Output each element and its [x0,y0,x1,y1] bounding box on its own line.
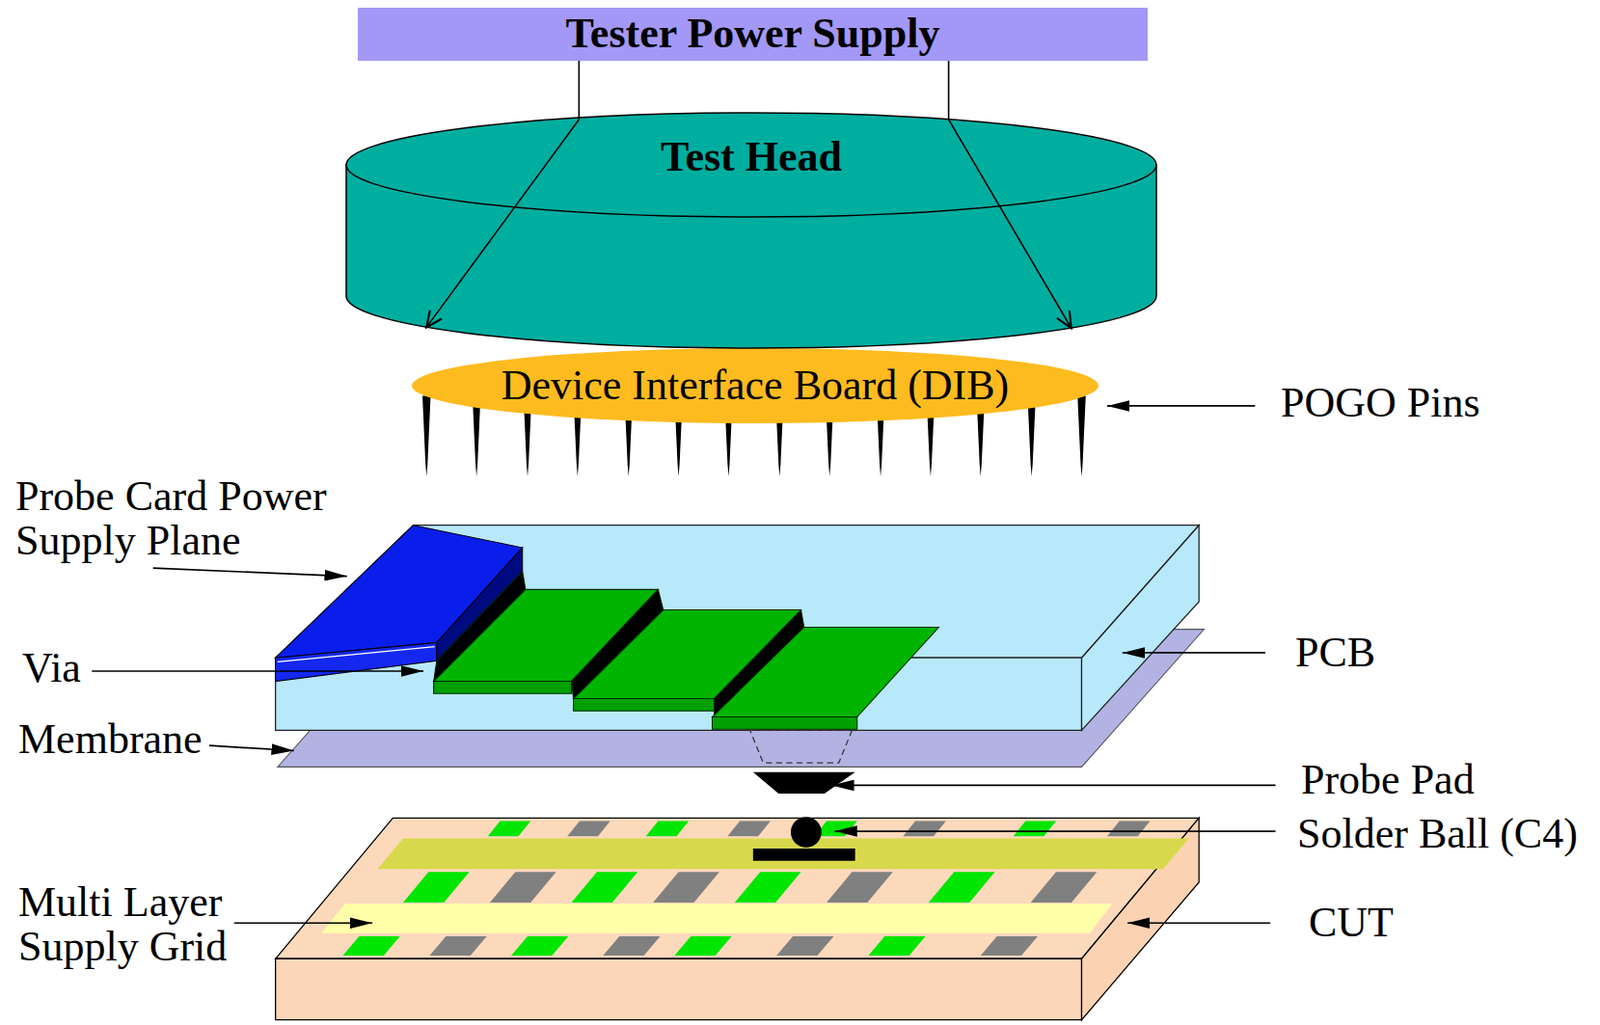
vias-and-traces [433,570,940,730]
pad-stripe [489,871,557,903]
pad-stripe [567,820,610,837]
label-holder: Multi Layer Supply Grid [18,880,289,970]
pad-stripe [826,871,894,903]
interface-board-ellipse: Device Interface Board (DIB) [410,347,1100,425]
solder-ball-pad [753,848,856,862]
pad-stripe [867,936,925,956]
supply-band [377,838,1189,869]
leader-line [153,568,348,576]
solder-ball [753,816,856,861]
pad-stripe [902,820,946,837]
plane-highlight [277,647,435,663]
part-label: Probe Card Power Supply Plane [15,474,363,564]
part-label: CUT [1308,900,1394,946]
part-label: POGO Pins [1280,380,1481,426]
part-label: PCB [1295,630,1376,676]
node-label: Tester Power Supply [566,9,941,59]
trace-plate [712,626,940,717]
label-holder: Probe Pad [1301,758,1475,803]
leader-line [234,922,373,924]
label-holder: CUT [1308,900,1394,946]
pad-stripe [429,936,487,956]
label-holder: Via [22,646,82,691]
pad-stripe [1013,820,1057,837]
leader-line [91,670,424,673]
part-label: Solder Ball (C4) [1297,812,1578,857]
pad-stripe [652,871,720,903]
board-ellipse [411,348,1099,424]
label-holder: Probe Card Power Supply Plane [15,474,363,564]
chip-top-face [275,817,1200,959]
leader-line [209,745,295,751]
pad-stripe [1030,871,1098,903]
pad-stripe [602,936,660,956]
pcb-side-face [1082,525,1200,732]
pogo-pin [1077,395,1085,477]
node-label: Test Head [345,133,1158,183]
node-label: Device Interface Board (DIB) [501,361,1010,411]
leader-line [834,830,1275,833]
pad-stripe [343,936,401,956]
trace-plate-edge [712,717,858,731]
leader-line [1127,922,1271,924]
label-holder: POGO Pins [1280,380,1481,426]
solder-ball-dome [790,816,822,848]
supply-band [321,903,1112,934]
pad-stripe [511,936,569,956]
label-holder: Solder Ball (C4) [1297,812,1578,857]
label-holder: PCB [1295,630,1376,676]
pad-stripe [674,936,732,956]
leader-line [831,785,1275,787]
part-label: Probe Pad [1301,758,1475,803]
probe-pad-outline [750,730,853,763]
leader-line [1107,405,1255,407]
trace-plate-edge [573,699,715,712]
pad-stripe [727,820,770,837]
pogo-pin [422,395,431,477]
pad-stripe [776,936,834,956]
pad-stripe [403,871,470,903]
pad-stripe [488,820,531,837]
supply-plane-front [275,642,437,681]
label-holder: Membrane [18,717,203,762]
pad-stripe [928,871,996,903]
power-supply-box: Tester Power Supply [357,7,1148,61]
probe-pad-tip [753,772,856,794]
pad-stripe [980,936,1038,956]
leader-line [1122,651,1266,654]
pad-stripe [734,871,802,903]
pad-stripe [571,871,639,903]
test-head-cylinder: Test Head [345,111,1158,350]
probe-pad [750,730,856,794]
part-label: Via [22,646,82,691]
pad-stripe [1107,820,1150,837]
part-label: Membrane [18,717,203,762]
chip-front-face [275,958,1083,1020]
pad-stripe [646,820,689,837]
cylinder-top [346,112,1157,217]
trace-plate-edge [433,681,572,695]
pad-stripes [321,820,1189,956]
part-label: Multi Layer Supply Grid [18,880,289,970]
chip-body [275,817,1200,1020]
pcb-board [275,525,1200,732]
